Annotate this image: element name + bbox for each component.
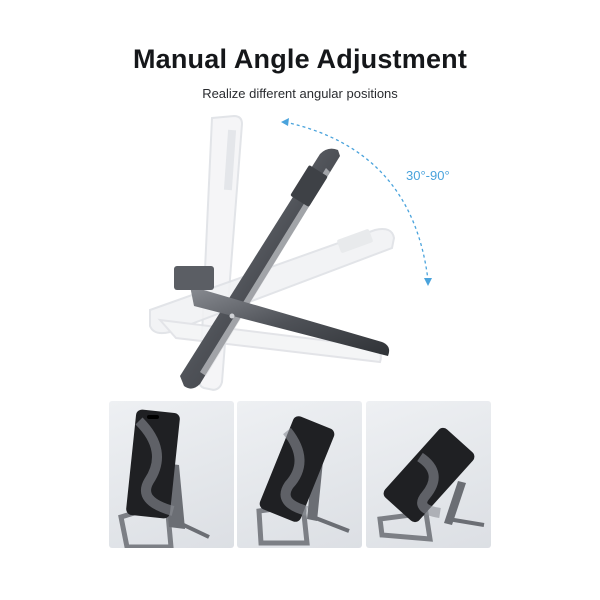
page-title: Manual Angle Adjustment — [132, 44, 468, 74]
panel-stand-angle-steep — [109, 401, 234, 548]
panel-stand-angle-medium — [237, 401, 362, 548]
phone-on-stand-image — [256, 416, 350, 546]
page-subtitle: Realize different angular positions — [202, 86, 398, 101]
angle-range-label: 30°-90° — [406, 168, 450, 183]
hero-stand-illustration — [130, 110, 470, 400]
panel-stand-angle-low — [366, 401, 491, 548]
phone-on-stand-image — [377, 427, 485, 542]
phone-on-stand-image — [118, 409, 210, 548]
stand-angles-graphic — [149, 114, 432, 391]
